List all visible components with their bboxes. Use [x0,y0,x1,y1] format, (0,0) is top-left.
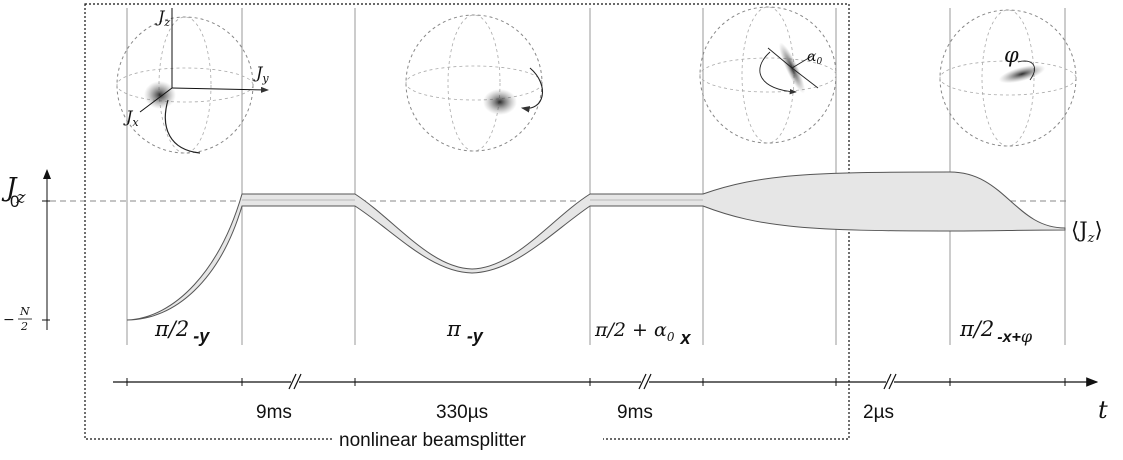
output-label: ⟨Jz⟩ [1071,218,1103,246]
bloch-sphere-2 [405,14,544,152]
y-tick-zero-label: 0 [10,192,19,211]
y-min-numerator: N [19,305,30,318]
bloch-sphere-1: Jz Jy Jx [116,7,269,154]
alpha-label: α0 [807,49,822,67]
timing-label-330us: 330µs [436,402,488,423]
axis-break-marks [288,373,897,390]
phi-label: φ [1004,43,1019,67]
y-axis-label: Jz [1,173,26,208]
pulse-label-4: π/2-x+φ [959,317,1033,346]
box-label: nonlinear beamsplitter [339,430,527,451]
beamsplitter-box [84,3,850,440]
bloch-sphere-3: α0 [699,6,837,144]
axis-break [883,373,897,390]
box-label-background [333,428,603,452]
jx-axis-label: Jx [123,107,139,129]
y-min-denominator: 2 [20,320,28,333]
timing-label-9ms-1: 9ms [256,402,292,423]
axis-break [638,373,652,390]
jy-axis-label: Jy [253,63,269,85]
timing-label-9ms-2: 9ms [617,402,653,423]
pulse-label-2: π-y [446,317,484,346]
time-axis-label: t [1098,396,1108,424]
bloch-sphere-4: φ [939,9,1077,147]
jz-axis-label: Jz [155,7,170,29]
time-axis-ticks [126,378,1066,386]
y-min-sign: − [3,312,15,328]
jz-trajectory-band [126,171,1066,321]
axis-break [288,373,302,390]
timing-label-2us: 2µs [863,402,894,423]
pulse-label-1: π/2-y [154,317,210,346]
